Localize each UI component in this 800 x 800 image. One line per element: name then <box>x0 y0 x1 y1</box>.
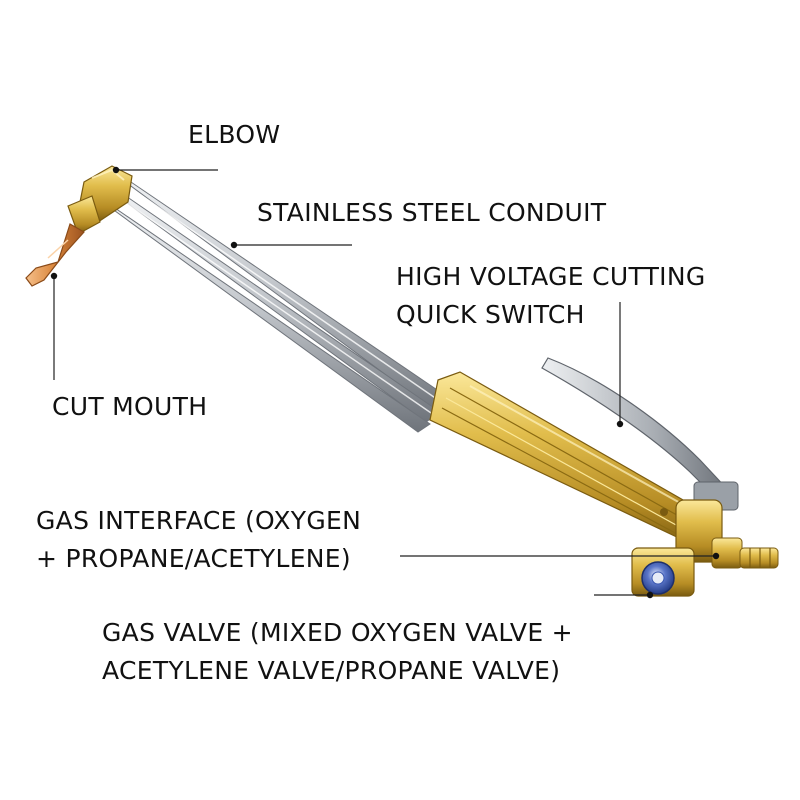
brass-handle <box>429 371 719 549</box>
conduit-label: STAINLESS STEEL CONDUIT <box>257 194 606 232</box>
leader-lines <box>50 166 720 599</box>
gas-valve-leader-dot <box>646 591 654 599</box>
gas-interface-label-line2: + PROPANE/ACETYLENE) <box>36 544 351 573</box>
gas-valve-label-line2: ACETYLENE VALVE/PROPANE VALVE) <box>102 656 561 685</box>
cutting-tip <box>25 223 85 287</box>
conduit-label-text: STAINLESS STEEL CONDUIT <box>257 198 607 227</box>
gas-valve-label: GAS VALVE (MIXED OXYGEN VALVE + ACETYLEN… <box>102 614 573 690</box>
switch-leader-dot <box>616 420 624 428</box>
cut-mouth-label: CUT MOUTH <box>52 388 207 426</box>
gas-inlet-fitting <box>711 537 779 569</box>
gas-interface-leader-dot <box>712 552 720 560</box>
elbow-leader-dot <box>112 166 120 174</box>
quick-switch-label: HIGH VOLTAGE CUTTING QUICK SWITCH <box>396 258 706 334</box>
gas-valve-label-line1: GAS VALVE (MIXED OXYGEN VALVE + <box>102 618 573 647</box>
quick-switch-label-line2: QUICK SWITCH <box>396 300 585 329</box>
elbow-label: ELBOW <box>188 116 280 154</box>
valve-knob-icon <box>641 561 675 595</box>
gas-interface-label-line1: GAS INTERFACE (OXYGEN <box>36 506 362 535</box>
elbow-head <box>67 165 133 235</box>
cut-mouth-label-text: CUT MOUTH <box>52 392 208 421</box>
elbow-label-text: ELBOW <box>188 120 281 149</box>
cut-mouth-leader-dot <box>50 272 58 280</box>
gas-interface-label: GAS INTERFACE (OXYGEN + PROPANE/ACETYLEN… <box>36 502 361 578</box>
conduit-leader-dot <box>230 241 238 249</box>
quick-switch-label-line1: HIGH VOLTAGE CUTTING <box>396 262 706 291</box>
